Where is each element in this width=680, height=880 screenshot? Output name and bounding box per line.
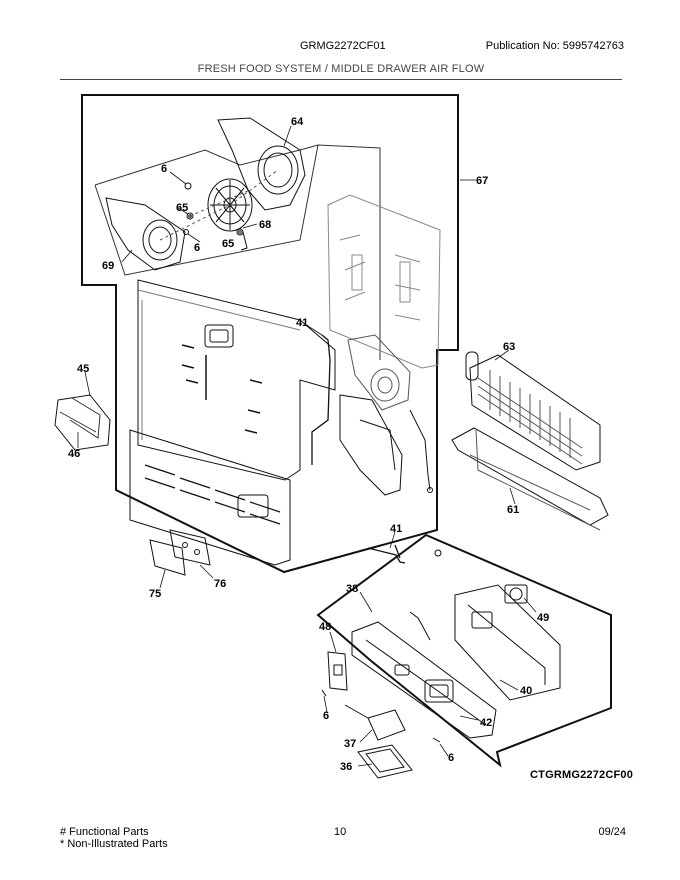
control-wire [409, 611, 431, 641]
callout-6-left: 6 [323, 710, 329, 722]
callout-40: 40 [520, 685, 532, 697]
thermistor-lead [409, 409, 431, 491]
thermistor-end [427, 487, 433, 493]
callout-64: 64 [291, 116, 304, 128]
fan-subassembly-lower-edge [94, 144, 319, 276]
callout-65-lower: 65 [222, 238, 234, 250]
fan-housing-64 [217, 117, 306, 211]
callout-38: 38 [346, 583, 358, 595]
diagram-reference-code: CTGRMG2272CF00 [530, 769, 634, 781]
mini-fan-49 [504, 584, 528, 604]
callout-63: 63 [503, 341, 515, 353]
callout-37: 37 [344, 738, 356, 750]
callout-76: 76 [214, 578, 226, 590]
page-number: 10 [334, 826, 347, 838]
evaporator-cover-61 [451, 427, 609, 531]
non-illustrated-parts-note: * Non-Illustrated Parts [60, 838, 168, 850]
fan-shroud-69 [105, 197, 186, 271]
callout-36: 36 [340, 761, 352, 773]
rear-air-duct [327, 194, 441, 369]
lower-grille-panel [129, 429, 291, 566]
screws-and-grommets [183, 182, 244, 236]
drawer-fan-motor [347, 334, 411, 411]
control-screws [321, 549, 442, 743]
publication-number: Publication No: 5995742763 [485, 40, 624, 52]
callout-6-mid: 6 [194, 242, 200, 254]
light-assembly-45-46 [54, 394, 111, 451]
callout-75: 75 [149, 588, 161, 600]
control-housing-40 [454, 584, 561, 701]
fan-leader-lines [159, 169, 279, 241]
front-control-housing-42 [351, 621, 497, 739]
header-rule [60, 79, 622, 80]
callout-65-upper: 65 [176, 202, 188, 214]
callout-68: 68 [259, 219, 271, 231]
assembly-67-boundary [81, 94, 459, 574]
callout-41-upper: 41 [296, 317, 308, 329]
bracket-75-76 [149, 529, 211, 576]
callout-46: 46 [68, 448, 80, 460]
wire-harness-41-upper [311, 334, 331, 465]
callout-6-bottom: 6 [448, 752, 454, 764]
callout-49: 49 [537, 612, 549, 624]
callout-6-top: 6 [161, 163, 167, 175]
duct-side-channel [339, 394, 403, 496]
callout-41-lower: 41 [390, 523, 402, 535]
callout-48: 48 [319, 621, 331, 633]
callout-69: 69 [102, 260, 114, 272]
light-lens-36 [357, 744, 413, 779]
callout-leaders [77, 125, 537, 767]
control-assembly-38-boundary [316, 533, 612, 768]
callout-67: 67 [476, 175, 488, 187]
callout-42: 42 [480, 717, 492, 729]
callout-45: 45 [77, 363, 89, 375]
control-board-48 [327, 651, 348, 691]
publication-date: 09/24 [598, 826, 626, 838]
light-module-37 [344, 704, 406, 741]
functional-parts-note: # Functional Parts [60, 826, 149, 838]
fresh-food-back-panel [137, 279, 336, 481]
evaporator-coil-63 [465, 351, 601, 471]
model-number: GRMG2272CF01 [300, 40, 386, 52]
callout-61: 61 [507, 504, 519, 516]
section-title: FRESH FOOD SYSTEM / MIDDLE DRAWER AIR FL… [197, 63, 485, 75]
